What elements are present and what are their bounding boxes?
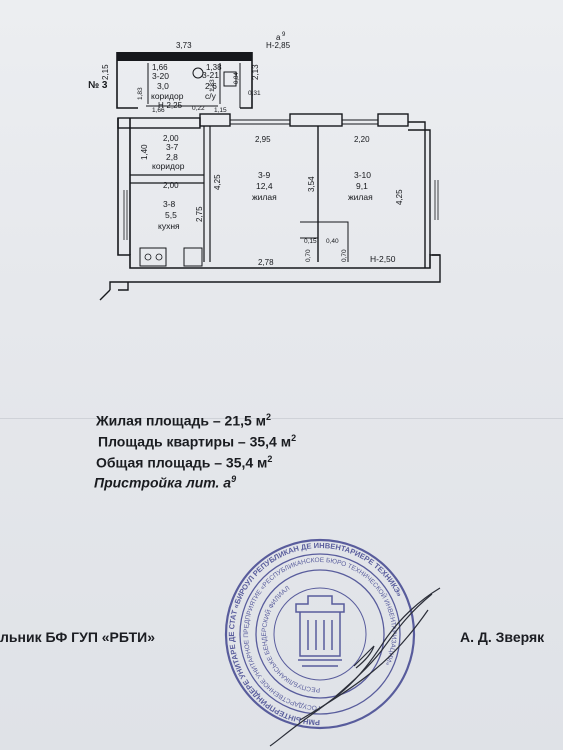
annex-letter: а — [276, 33, 281, 42]
dim-room10-height: 4,25 — [395, 189, 404, 205]
dim-annex-right-side: 2,13 — [251, 64, 260, 80]
room-3-7-code: 3-7 — [166, 142, 179, 152]
room-3-7-name: коридор — [152, 161, 185, 171]
room-3-8-code: 3-8 — [163, 199, 176, 209]
living-area-text: Жилая площадь – 21,5 м — [96, 412, 267, 429]
height-annex: Н-2,85 — [266, 41, 291, 50]
dim-room9-height: 4,25 — [213, 174, 222, 190]
dim-annex-small-6: 0,84 — [234, 72, 240, 84]
signature-scribble — [269, 587, 441, 747]
room-3-21-code: 3-21 — [202, 70, 219, 80]
dim-room9-width: 2,95 — [255, 135, 271, 144]
stamp-seal: РМН ЫНТЕРПРИНДЕРЕ УНИТАРЕ ДЕ СТАТ «БИРОУ… — [224, 538, 416, 730]
dim-partition: 3,54 — [307, 176, 316, 192]
dim-room10-width: 2,20 — [354, 135, 370, 144]
issuer-title: льник БФ ГУП «РБТИ» — [0, 629, 156, 645]
total-area-text: Общая площадь – 35,4 м — [96, 454, 268, 471]
room-3-21-area: 2,6 — [205, 81, 217, 91]
total-area-sup: 2 — [267, 454, 273, 464]
stamp-emblem-icon — [295, 595, 345, 667]
total-area-line: Общая площадь – 35,4 м2 — [96, 454, 272, 471]
apartment-area-line: Площадь квартиры – 35,4 м2 — [98, 433, 296, 450]
dim-top-total: 3,73 — [176, 41, 192, 50]
annex-text: Пристройка лит. а — [94, 474, 232, 491]
dim-annex-left-bottom: 1,66 — [152, 107, 165, 114]
room-3-20-code: 3-20 — [152, 71, 169, 81]
room-3-21-name: с/у — [205, 91, 217, 101]
stamp-middle-ring — [239, 553, 401, 715]
dim-closet-a: 0,15 — [304, 238, 317, 245]
paper-fold — [0, 418, 563, 419]
signatory-name: А. Д. Зверяк — [460, 629, 545, 645]
dim-annex-side: 2,15 — [101, 64, 110, 80]
dim-bottom: 2,78 — [258, 258, 274, 267]
living-area-line: Жилая площадь – 21,5 м2 — [96, 412, 271, 429]
room-3-9-area: 12,4 — [256, 181, 273, 191]
plan-walls — [99, 52, 441, 301]
dim-kitchen-height: 2,75 — [195, 206, 204, 222]
room-3-7-area: 2,8 — [166, 152, 178, 162]
stamp-core-ring — [273, 587, 367, 681]
dim-annex-small-5: 0,31 — [248, 90, 261, 97]
dim-annex-small-2: 1,83 — [209, 79, 216, 92]
plan-labels: № 3 а 9 Н-2,85 Н-2,25 Н-2,50 3-20 3,0 ко… — [88, 32, 396, 264]
height-annex-corridor: Н-2,25 — [158, 101, 183, 110]
dim-annex-left: 1,66 — [152, 63, 168, 72]
room-3-8-area: 5,5 — [165, 210, 177, 220]
room-3-20-name: коридор — [151, 91, 184, 101]
dim-corridor-width: 2,00 — [163, 134, 179, 143]
room-3-10-name: жилая — [348, 192, 373, 202]
room-3-8-name: кухня — [158, 221, 180, 231]
dim-annex-small-3: 0,22 — [192, 105, 205, 112]
dim-corridor-height: 1,40 — [140, 144, 149, 160]
dim-closet-c: 0,70 — [305, 249, 312, 262]
floor-plan: 3,73 1,66 1,38 2,15 2,13 1,83 1,83 0,22 … — [88, 32, 441, 301]
stamp-inner-textpath: РЕСПУБЛІКАНСЬКЕ БЕНДЕРСКИЙ ФИЛИАЛ — [261, 585, 320, 693]
dim-annex-right: 1,38 — [206, 63, 222, 72]
height-main: Н-2,50 — [370, 254, 396, 264]
stamp-inner-ring — [255, 569, 385, 699]
living-area-sup: 2 — [266, 412, 272, 422]
room-3-10-area: 9,1 — [356, 181, 368, 191]
stamp-outer-ring — [224, 538, 416, 730]
apartment-area-text: Площадь квартиры – 35,4 м — [98, 433, 292, 450]
room-3-9-code: 3-9 — [258, 170, 271, 180]
dim-kitchen-width: 2,00 — [163, 181, 179, 190]
apartment-area-sup: 2 — [291, 433, 297, 443]
dim-closet-d: 0,70 — [341, 249, 348, 262]
annex-line: Пристройка лит. а9 — [94, 474, 236, 491]
dim-annex-small-1: 1,83 — [137, 87, 144, 100]
apartment-number: № 3 — [88, 80, 108, 91]
annex-sup: 9 — [282, 32, 286, 38]
stamp-inner-text: РЕСПУБЛІКАНСЬКЕ БЕНДЕРСКИЙ ФИЛИАЛ — [261, 585, 320, 693]
plan-dimensions: 3,73 1,66 1,38 2,15 2,13 1,83 1,83 0,22 … — [101, 41, 404, 267]
dim-closet-b: 0,40 — [326, 238, 339, 245]
annex-sup-text: 9 — [231, 474, 237, 484]
room-3-10-code: 3-10 — [354, 170, 371, 180]
room-3-9-name: жилая — [252, 192, 277, 202]
dim-annex-small-4: 1,15 — [214, 107, 227, 114]
room-3-20-area: 3,0 — [157, 81, 169, 91]
